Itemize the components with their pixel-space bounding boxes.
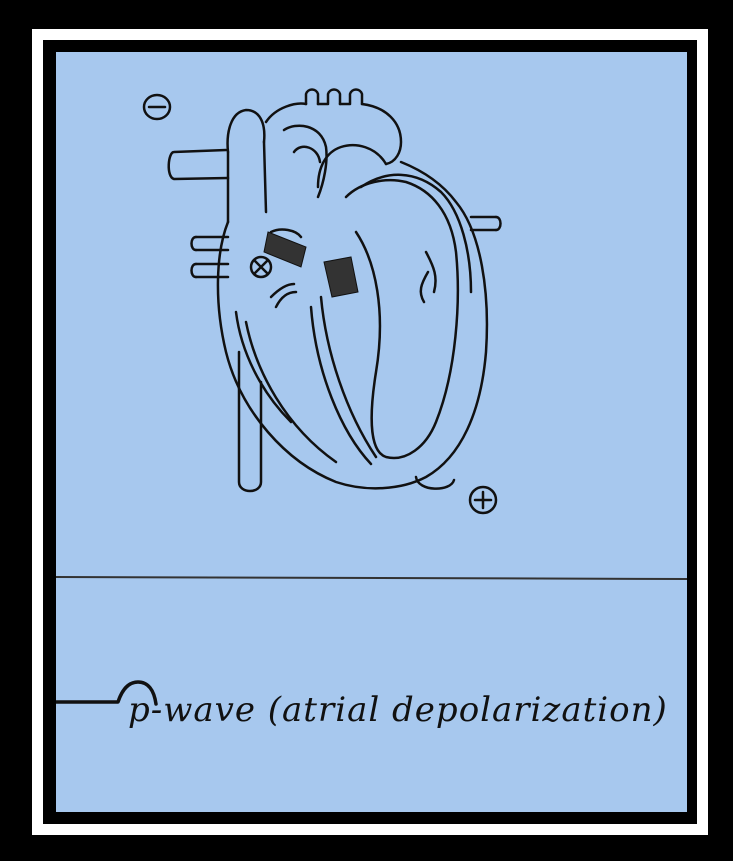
right-ventricle <box>246 322 336 462</box>
positive-electrode-icon <box>470 487 496 513</box>
board-divider <box>56 577 687 579</box>
vessel-stub <box>169 150 228 179</box>
negative-electrode-icon <box>144 95 170 119</box>
aortic-arch <box>266 104 306 122</box>
left-ventricle <box>346 180 458 458</box>
p-wave-caption: p-wave (atrial depolarization) <box>128 690 668 730</box>
inferior-vena-cava <box>239 352 261 491</box>
av-node <box>324 257 358 297</box>
superior-vena-cava <box>228 110 265 152</box>
whiteboard: p-wave (atrial depolarization) <box>56 52 687 812</box>
